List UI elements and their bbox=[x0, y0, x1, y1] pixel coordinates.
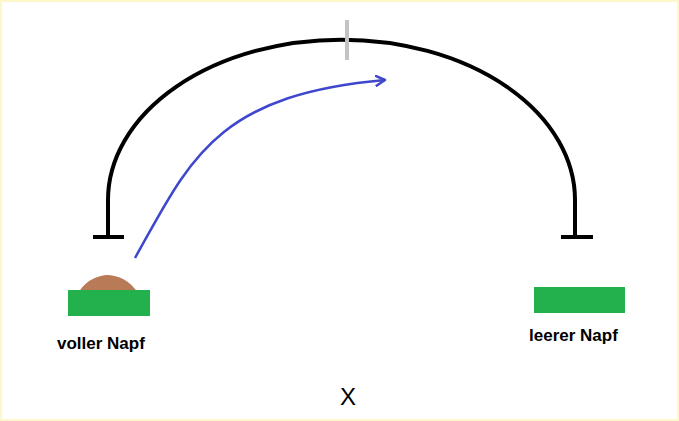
top-mark bbox=[345, 20, 349, 60]
marker-label: X bbox=[340, 383, 356, 411]
bowl-label: voller Napf bbox=[57, 334, 145, 354]
arc-end bbox=[561, 235, 593, 239]
bowl-shape bbox=[534, 287, 625, 313]
bowl-node: voller Napf bbox=[57, 290, 150, 354]
hurdle-arc bbox=[108, 40, 575, 237]
bowl-node: leerer Napf bbox=[529, 287, 625, 346]
bowl-shape bbox=[68, 290, 150, 316]
movement-arrow bbox=[135, 80, 385, 258]
bowl-label: leerer Napf bbox=[529, 326, 618, 346]
arc-end bbox=[93, 235, 124, 239]
